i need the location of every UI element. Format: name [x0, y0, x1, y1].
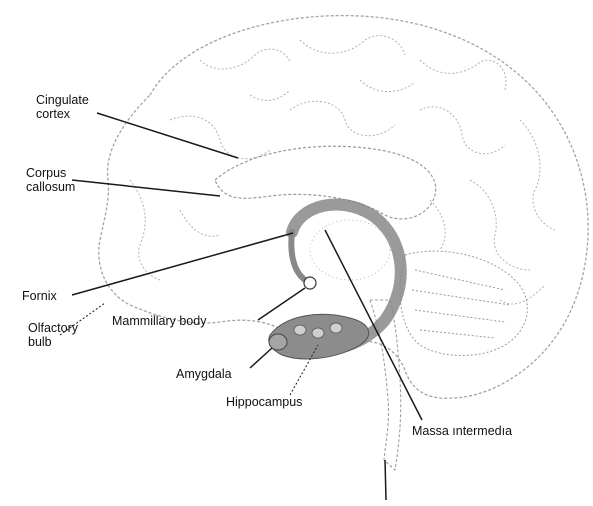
leader-amygdala [250, 348, 272, 368]
amygdala-shape [269, 334, 287, 350]
label-massa-intermedia: Massa ıntermedıa [412, 424, 512, 438]
label-fornix: Fornix [22, 289, 57, 303]
leader-lines [60, 113, 422, 420]
leader-fornix [72, 233, 293, 295]
label-olfactory-bulb: Olfactory bulb [28, 321, 88, 349]
fornix-inner-arc [291, 232, 305, 280]
label-mammillary-body: Mammillary body [112, 314, 206, 328]
label-cingulate-cortex: Cingulate cortex [36, 93, 96, 121]
label-corpus-callosum: Corpus callosum [26, 166, 86, 194]
label-amygdala: Amygdala [176, 367, 232, 381]
spinal-extension [385, 460, 386, 500]
label-hippocampus: Hippocampus [226, 395, 302, 409]
thalamus-area [310, 220, 390, 280]
leader-corpus-callosum [72, 180, 220, 196]
leader-mammillary [258, 288, 305, 320]
mammillary-body-shape [304, 277, 316, 289]
